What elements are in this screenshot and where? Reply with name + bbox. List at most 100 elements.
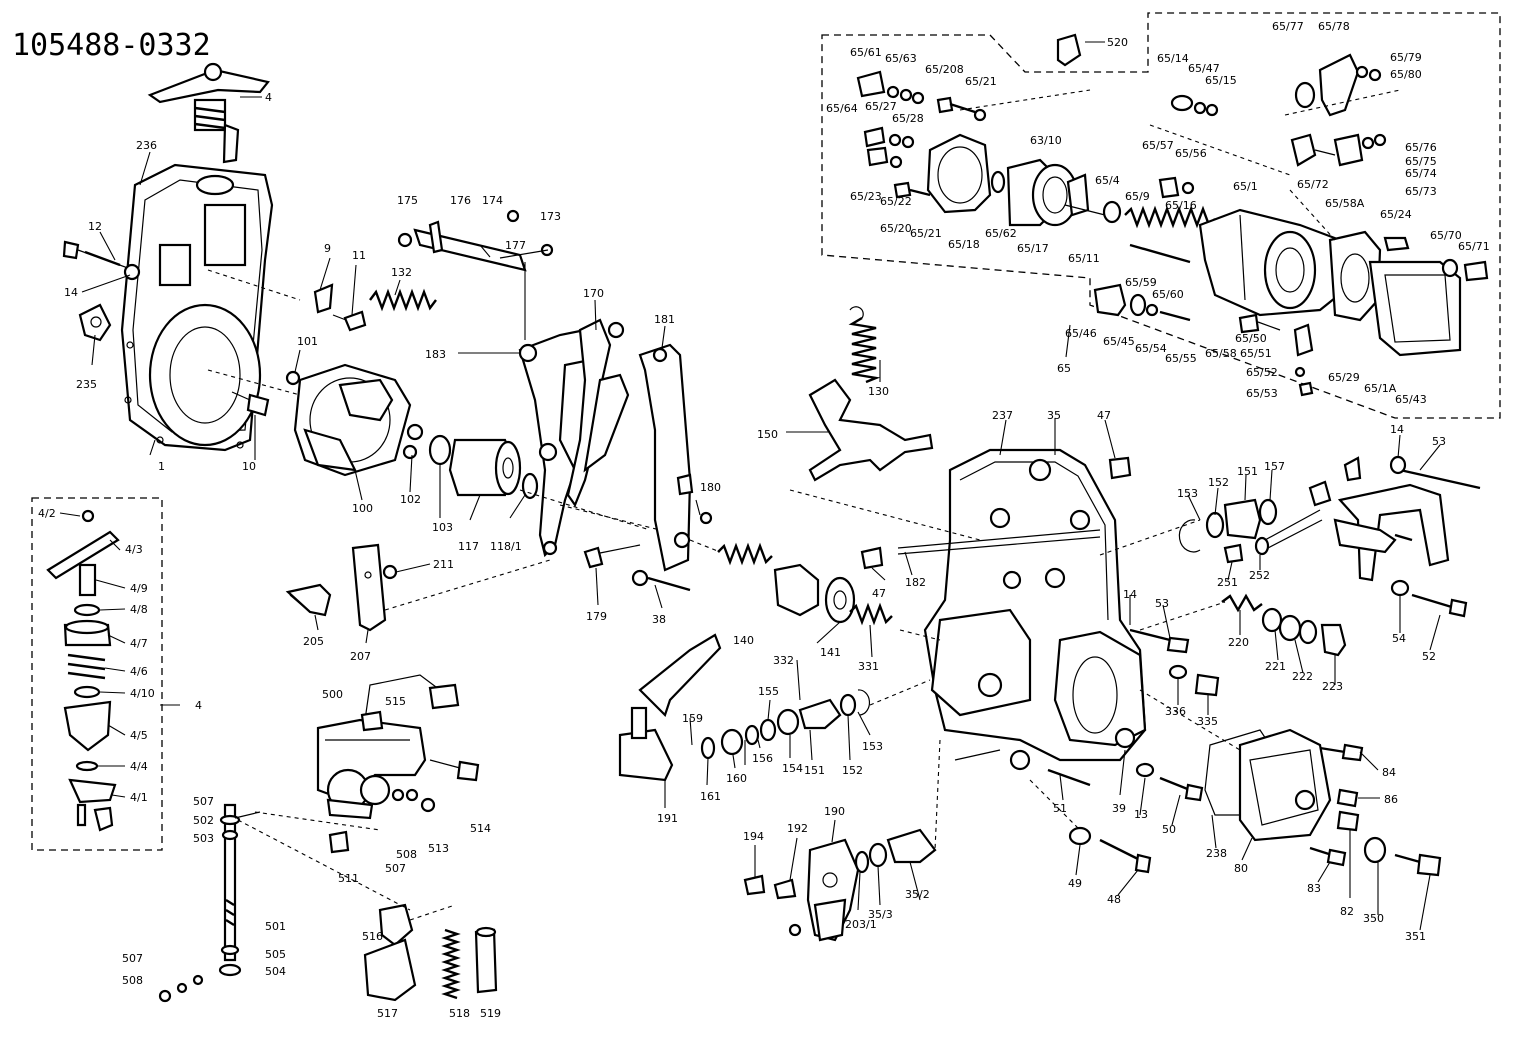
label-65-78: 65/78 [1318, 20, 1350, 33]
label-501: 501 [265, 920, 286, 933]
label-192: 192 [787, 822, 808, 835]
label-65-77: 65/77 [1272, 20, 1304, 33]
label-80: 80 [1234, 862, 1248, 875]
label-221: 221 [1265, 660, 1286, 673]
label-65-58a: 65/58A [1325, 197, 1365, 210]
label-155: 155 [758, 685, 779, 698]
flyweight-assembly [293, 363, 539, 500]
label-9: 9 [324, 242, 331, 255]
label-82: 82 [1340, 905, 1354, 918]
label-173: 173 [540, 210, 561, 223]
label-65-47: 65/47 [1188, 62, 1220, 75]
label-51: 51 [1053, 802, 1067, 815]
label-4-assembly: 4 [195, 699, 202, 712]
label-151-a: 151 [804, 764, 825, 777]
label-65-57: 65/57 [1142, 139, 1174, 152]
label-83: 83 [1307, 882, 1321, 895]
label-65-43: 65/43 [1395, 393, 1427, 406]
label-350: 350 [1363, 912, 1384, 925]
label-65-11: 65/11 [1068, 252, 1100, 265]
label-1: 1 [158, 460, 165, 473]
label-161: 161 [700, 790, 721, 803]
label-65-45: 65/45 [1103, 335, 1135, 348]
label-508-b: 508 [122, 974, 143, 987]
label-35: 35 [1047, 409, 1061, 422]
label-65-70: 65/70 [1430, 229, 1462, 242]
label-190: 190 [824, 805, 845, 818]
label-511: 511 [338, 872, 359, 885]
label-205: 205 [303, 635, 324, 648]
label-4-2: 4/2 [38, 507, 56, 520]
label-4-7: 4/7 [130, 637, 148, 650]
label-517: 517 [377, 1007, 398, 1020]
label-153-b: 153 [1177, 487, 1198, 500]
label-38: 38 [652, 613, 666, 626]
label-237: 237 [992, 409, 1013, 422]
label-65-21-b: 65/21 [910, 227, 942, 240]
label-65: 65 [1057, 362, 1071, 375]
label-507-c: 507 [122, 952, 143, 965]
label-211: 211 [433, 558, 454, 571]
label-47-b: 47 [872, 587, 886, 600]
label-4-3: 4/3 [125, 543, 143, 556]
label-519: 519 [480, 1007, 501, 1020]
governor-housing-group [62, 62, 437, 452]
label-182: 182 [905, 576, 926, 589]
label-65-54: 65/54 [1135, 342, 1167, 355]
label-235: 235 [76, 378, 97, 391]
sub-assembly-4-box [31, 497, 163, 851]
label-53-b: 53 [1432, 435, 1446, 448]
label-520: 520 [1107, 36, 1128, 49]
label-331: 331 [858, 660, 879, 673]
label-65-15: 65/15 [1205, 74, 1237, 87]
leader-lines [59, 41, 1441, 931]
label-4-5: 4/5 [130, 729, 148, 742]
label-65-72: 65/72 [1297, 178, 1329, 191]
label-65-58b: 65/58 [1205, 347, 1237, 360]
label-65-63: 65/63 [885, 52, 917, 65]
label-65-53: 65/53 [1246, 387, 1278, 400]
label-65-17: 65/17 [1017, 242, 1049, 255]
label-65-51: 65/51 [1240, 347, 1272, 360]
right-middle-parts [1178, 455, 1481, 657]
label-4: 4 [265, 91, 272, 104]
label-10: 10 [242, 460, 256, 473]
label-140: 140 [733, 634, 754, 647]
label-518: 518 [449, 1007, 470, 1020]
label-65-79: 65/79 [1390, 51, 1422, 64]
label-175: 175 [397, 194, 418, 207]
label-65-74: 65/74 [1405, 167, 1437, 180]
label-13: 13 [1134, 808, 1148, 821]
label-141: 141 [820, 646, 841, 659]
label-118-1: 118/1 [490, 540, 522, 553]
label-65-27: 65/27 [865, 100, 897, 113]
label-35-3: 35/3 [868, 908, 893, 921]
label-176: 176 [450, 194, 471, 207]
label-52: 52 [1422, 650, 1436, 663]
label-203-1: 203/1 [845, 918, 877, 931]
label-65-75: 65/75 [1405, 155, 1437, 168]
label-65-24: 65/24 [1380, 208, 1412, 221]
label-65-4: 65/4 [1095, 174, 1120, 187]
label-65-22: 65/22 [880, 195, 912, 208]
label-14-c: 14 [1390, 423, 1404, 436]
label-207: 207 [350, 650, 371, 663]
label-47-a: 47 [1097, 409, 1111, 422]
sub-assembly-4 [46, 509, 180, 832]
label-65-64: 65/64 [826, 102, 858, 115]
label-236: 236 [136, 139, 157, 152]
label-54: 54 [1392, 632, 1406, 645]
end-cover-80 [1204, 728, 1442, 877]
label-65-18: 65/18 [948, 238, 980, 251]
idle-lever-parts [618, 633, 871, 782]
label-86: 86 [1384, 793, 1398, 806]
diagram-title: 105488-0332 [12, 28, 211, 63]
label-503: 503 [193, 832, 214, 845]
label-177: 177 [505, 239, 526, 252]
label-65-21-a: 65/21 [965, 75, 997, 88]
label-65-23: 65/23 [850, 190, 882, 203]
bracket-190-parts [743, 828, 937, 942]
label-65-60: 65/60 [1152, 288, 1184, 301]
